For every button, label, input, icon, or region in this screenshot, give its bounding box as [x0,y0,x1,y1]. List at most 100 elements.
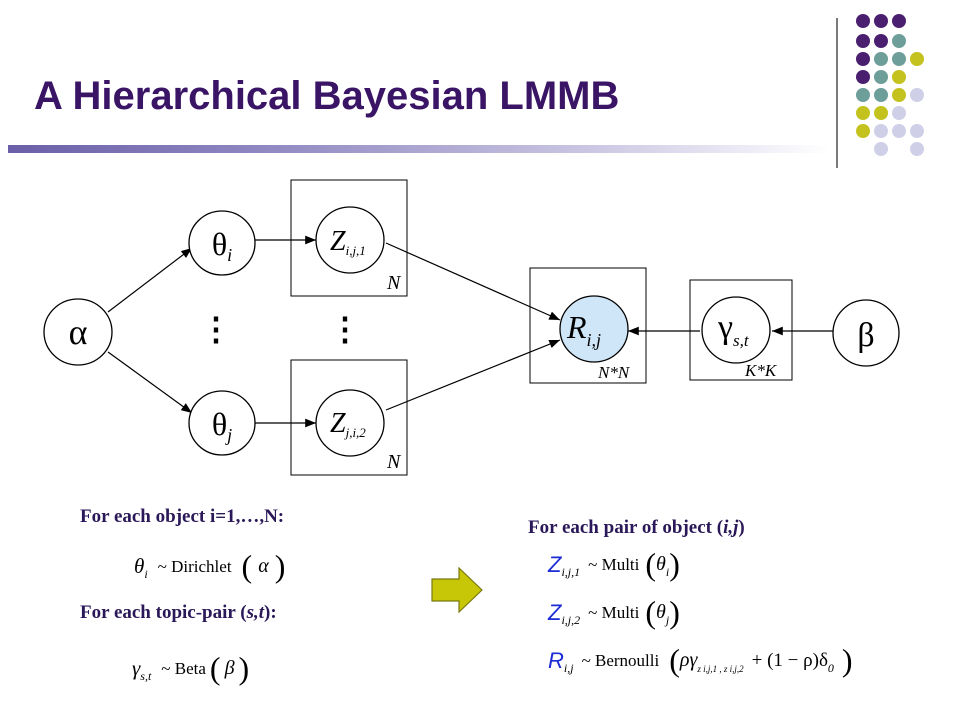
beta-formula-arg: β [224,657,235,679]
bernoulli-sub: i,j [563,661,574,675]
slide-title: A Hierarchical Bayesian LMMB [34,74,620,118]
multi1-var: Z [548,551,562,577]
edge-alpha-theta-i [107,247,193,313]
bernoulli-var: R [548,647,564,673]
multi1-arg-sub: i [665,565,670,579]
node-beta [832,299,900,367]
bernoulli-rel: ~ Bernoulli [581,650,660,670]
decorative-dot [892,52,906,66]
caption-pair-suffix: ) [738,517,745,538]
beta-formula-sub: s,t [140,669,152,683]
caption-each-pair: For each pair of object (i,j) [528,517,745,539]
decorative-dot [856,124,870,138]
theta-j-sub: j [225,425,232,445]
decorative-dot [874,70,888,84]
bernoulli-arg-sub: z i,j,1 , z i,j,2 [697,663,744,674]
decorative-dot [910,52,924,66]
dirichlet-rel: ~ Dirichlet [157,556,232,576]
plate-r [529,267,647,384]
bernoulli-rest-sub: 0 [827,661,834,675]
z1-label: Zi,j,1 [330,226,366,258]
multi2-arg: θ [656,601,666,623]
decorative-dot [892,14,906,28]
decorative-dot [910,142,924,156]
alpha-symbol: α [69,312,88,352]
theta-i-label: θi [212,226,232,265]
decorative-dot [892,88,906,102]
gamma-sub: s,t [733,331,750,350]
node-alpha [43,298,113,366]
edge-z2-r [385,339,561,411]
dirichlet-sub: i [144,567,148,581]
plate-z1-label: N [386,272,402,294]
decorative-dot [856,88,870,102]
decorative-dot [856,52,870,66]
node-z2 [315,389,385,457]
multi2-var: Z [548,599,562,625]
decorative-vertical-rule [836,18,838,168]
decorative-dot [874,34,888,48]
caption-topic-suffix: ): [264,602,277,623]
title-underline [8,145,830,153]
edge-z1-r [385,242,561,321]
theta-i-sub: i [227,245,232,265]
decorative-dot [910,124,924,138]
r-symbol: R [566,309,587,345]
ellipsis-z: ⋮ [329,311,361,347]
multi1-rel: ~ Multi [588,554,640,574]
decorative-dot [874,106,888,120]
z2-label: Zj,i,2 [330,408,366,440]
theta-i-symbol: θ [212,226,227,262]
caption-each-topic-pair: For each topic-pair (s,t): [80,602,277,624]
decorative-dot [874,88,888,102]
r-sub: i,j [587,330,602,350]
node-r-observed [559,295,629,363]
node-z1 [315,206,385,274]
decorative-dot [892,106,906,120]
decorative-dot [856,70,870,84]
multi2-sub: i,j,2 [561,613,581,627]
decorative-dot [892,70,906,84]
dirichlet-arg: α [258,555,269,577]
bernoulli-rest: + (1 − ρ)δ [751,649,828,671]
theta-j-symbol: θ [212,406,227,442]
plate-r-label: N*N [597,363,631,382]
z1-sub: i,j,1 [346,243,366,258]
multi1-sub: i,j,1 [561,565,581,579]
multi1-arg: θ [656,553,666,575]
beta-symbol: β [857,317,874,354]
decorative-dot [856,34,870,48]
edge-alpha-theta-j [107,351,193,414]
right-arrow-icon [431,567,483,613]
z1-symbol: Z [330,226,346,257]
caption-topic-vars: s,t [246,602,265,623]
decorative-dot [874,124,888,138]
plate-z1 [290,179,408,297]
gamma-label: γs,t [717,309,750,350]
decorative-dot [892,34,906,48]
ellipsis-theta: ⋮ [200,311,232,347]
z2-symbol: Z [330,408,346,439]
caption-pair-vars: i,j [723,517,739,538]
decorative-dot [874,14,888,28]
r-label: Ri,j [566,309,601,350]
plate-z2 [290,359,408,476]
dirichlet-var: θ [134,554,145,578]
plate-gamma-label: K*K [744,361,778,380]
multi2-rel: ~ Multi [588,602,640,622]
node-gamma [701,296,771,364]
bernoulli-arg: ργ [679,649,698,671]
decorative-dot [874,142,888,156]
plate-gamma [689,279,793,381]
z2-sub: j,i,2 [344,425,367,440]
node-theta-j [188,390,256,456]
gamma-symbol: γ [717,309,733,346]
plate-z2-label: N [386,451,402,473]
beta-formula-var: γ [132,656,141,680]
theta-j-label: θj [212,406,232,445]
decorative-dot [856,106,870,120]
